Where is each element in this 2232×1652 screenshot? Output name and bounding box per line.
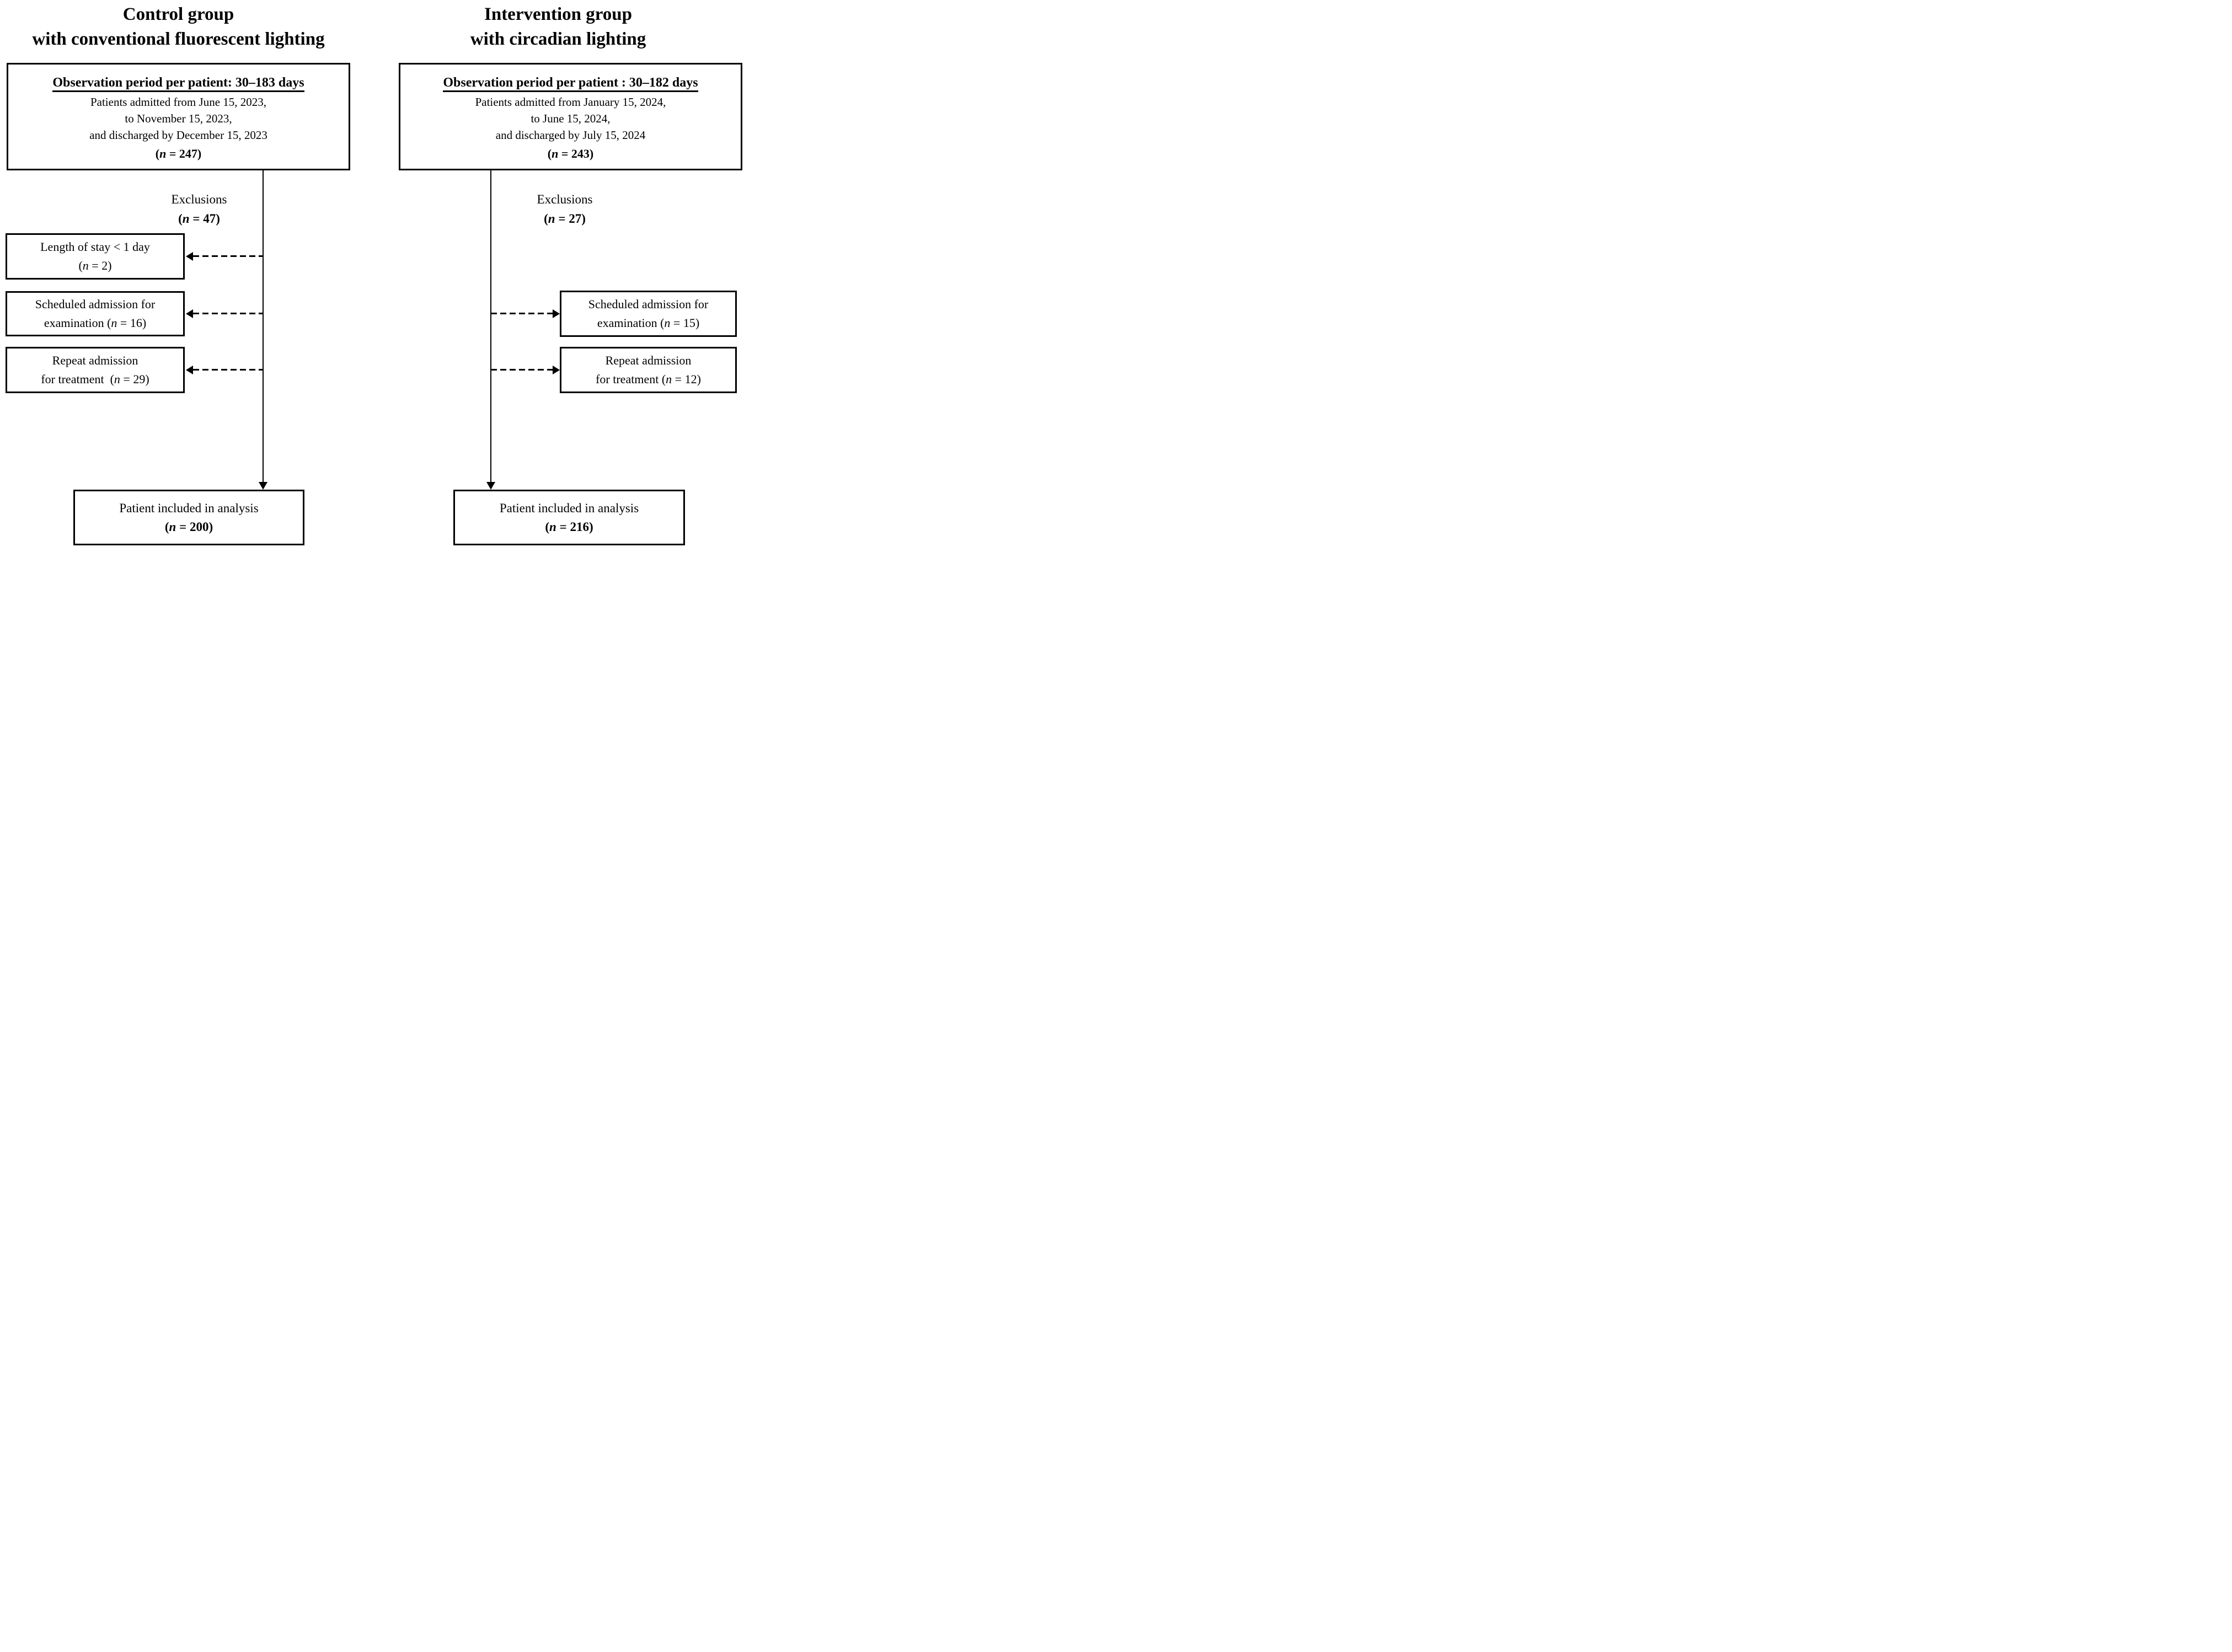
exclusion-count-line: for treatment (n = 29): [41, 372, 149, 386]
exclusion-count-line: (n = 2): [78, 259, 112, 272]
exclusion-dashed-arrow: [186, 366, 263, 374]
observation-detail-line: Patients admitted from June 15, 2023,: [90, 95, 267, 109]
dashed-line: [491, 369, 553, 371]
exclusion-dashed-arrow: [491, 366, 560, 374]
intervention-exclusions-label: Exclusions (n = 27): [504, 190, 625, 228]
exclusions-count: (n = 27): [544, 212, 586, 226]
observation-period-heading: Observation period per patient : 30–182 …: [400, 73, 741, 92]
included-line: Patient included in analysis: [119, 501, 259, 515]
control-exclusion-box-repeat-admission: Repeat admission for treatment (n = 29): [6, 347, 185, 393]
intervention-group-title: Intervention group with circadian lighti…: [387, 2, 729, 52]
observation-period-heading: Observation period per patient: 30–183 d…: [8, 73, 349, 92]
control-exclusion-box-scheduled-admission: Scheduled admission for examination (n =…: [6, 291, 185, 336]
arrow-right-icon: [553, 309, 560, 318]
intervention-observation-box: Observation period per patient : 30–182 …: [399, 63, 742, 170]
observation-detail-line: and discharged by July 15, 2024: [495, 128, 646, 142]
title-line: Control group: [122, 4, 234, 24]
enrolled-count: (n = 243): [547, 147, 594, 160]
dashed-line: [193, 369, 263, 371]
exclusion-count-line: examination (n = 16): [44, 316, 147, 330]
observation-detail-line: and discharged by December 15, 2023: [89, 128, 267, 142]
exclusions-title: Exclusions: [171, 192, 227, 206]
exclusion-reason-line: Repeat admission: [605, 353, 692, 367]
exclusion-dashed-arrow: [491, 309, 560, 318]
arrow-right-icon: [553, 366, 560, 374]
exclusion-reason-line: Length of stay < 1 day: [40, 240, 150, 254]
dashed-line: [491, 313, 553, 314]
exclusion-reason-line: Scheduled admission for: [35, 297, 156, 311]
arrow-left-icon: [186, 309, 193, 318]
included-count: (n = 200): [164, 519, 213, 534]
title-line: Intervention group: [484, 4, 632, 24]
exclusion-count-line: examination (n = 15): [597, 316, 700, 330]
arrow-left-icon: [186, 366, 193, 374]
exclusion-dashed-arrow: [186, 252, 263, 261]
exclusion-count-line: for treatment (n = 12): [596, 372, 701, 386]
title-line: with circadian lighting: [470, 29, 646, 49]
control-flow-line: [263, 170, 264, 482]
arrow-down-icon: [259, 482, 267, 490]
observation-detail-line: to November 15, 2023,: [125, 112, 232, 125]
arrow-left-icon: [186, 252, 193, 261]
dashed-line: [193, 313, 263, 314]
control-observation-box: Observation period per patient: 30–183 d…: [7, 63, 350, 170]
included-count: (n = 216): [545, 519, 593, 534]
enrolled-count: (n = 247): [155, 147, 202, 160]
exclusions-title: Exclusions: [537, 192, 593, 206]
control-exclusions-label: Exclusions (n = 47): [138, 190, 260, 228]
intervention-exclusion-box-repeat-admission: Repeat admission for treatment (n = 12): [560, 347, 737, 393]
exclusions-count: (n = 47): [178, 212, 220, 226]
control-included-box: Patient included in analysis (n = 200): [73, 490, 304, 545]
control-exclusion-box-length-of-stay: Length of stay < 1 day (n = 2): [6, 233, 185, 280]
exclusion-reason-line: Scheduled admission for: [588, 297, 709, 311]
exclusion-dashed-arrow: [186, 309, 263, 318]
dashed-line: [193, 255, 263, 257]
intervention-exclusion-box-scheduled-admission: Scheduled admission for examination (n =…: [560, 291, 737, 337]
control-group-title: Control group with conventional fluoresc…: [7, 2, 350, 52]
intervention-included-box: Patient included in analysis (n = 216): [453, 490, 685, 545]
intervention-flow-line: [490, 170, 491, 482]
patient-flow-diagram: Control group with conventional fluoresc…: [0, 0, 744, 551]
exclusion-reason-line: Repeat admission: [52, 353, 138, 367]
arrow-down-icon: [486, 482, 495, 490]
included-line: Patient included in analysis: [499, 501, 639, 515]
observation-detail-line: Patients admitted from January 15, 2024,: [475, 95, 666, 109]
observation-detail-line: to June 15, 2024,: [531, 112, 611, 125]
title-line: with conventional fluorescent lighting: [32, 29, 325, 49]
